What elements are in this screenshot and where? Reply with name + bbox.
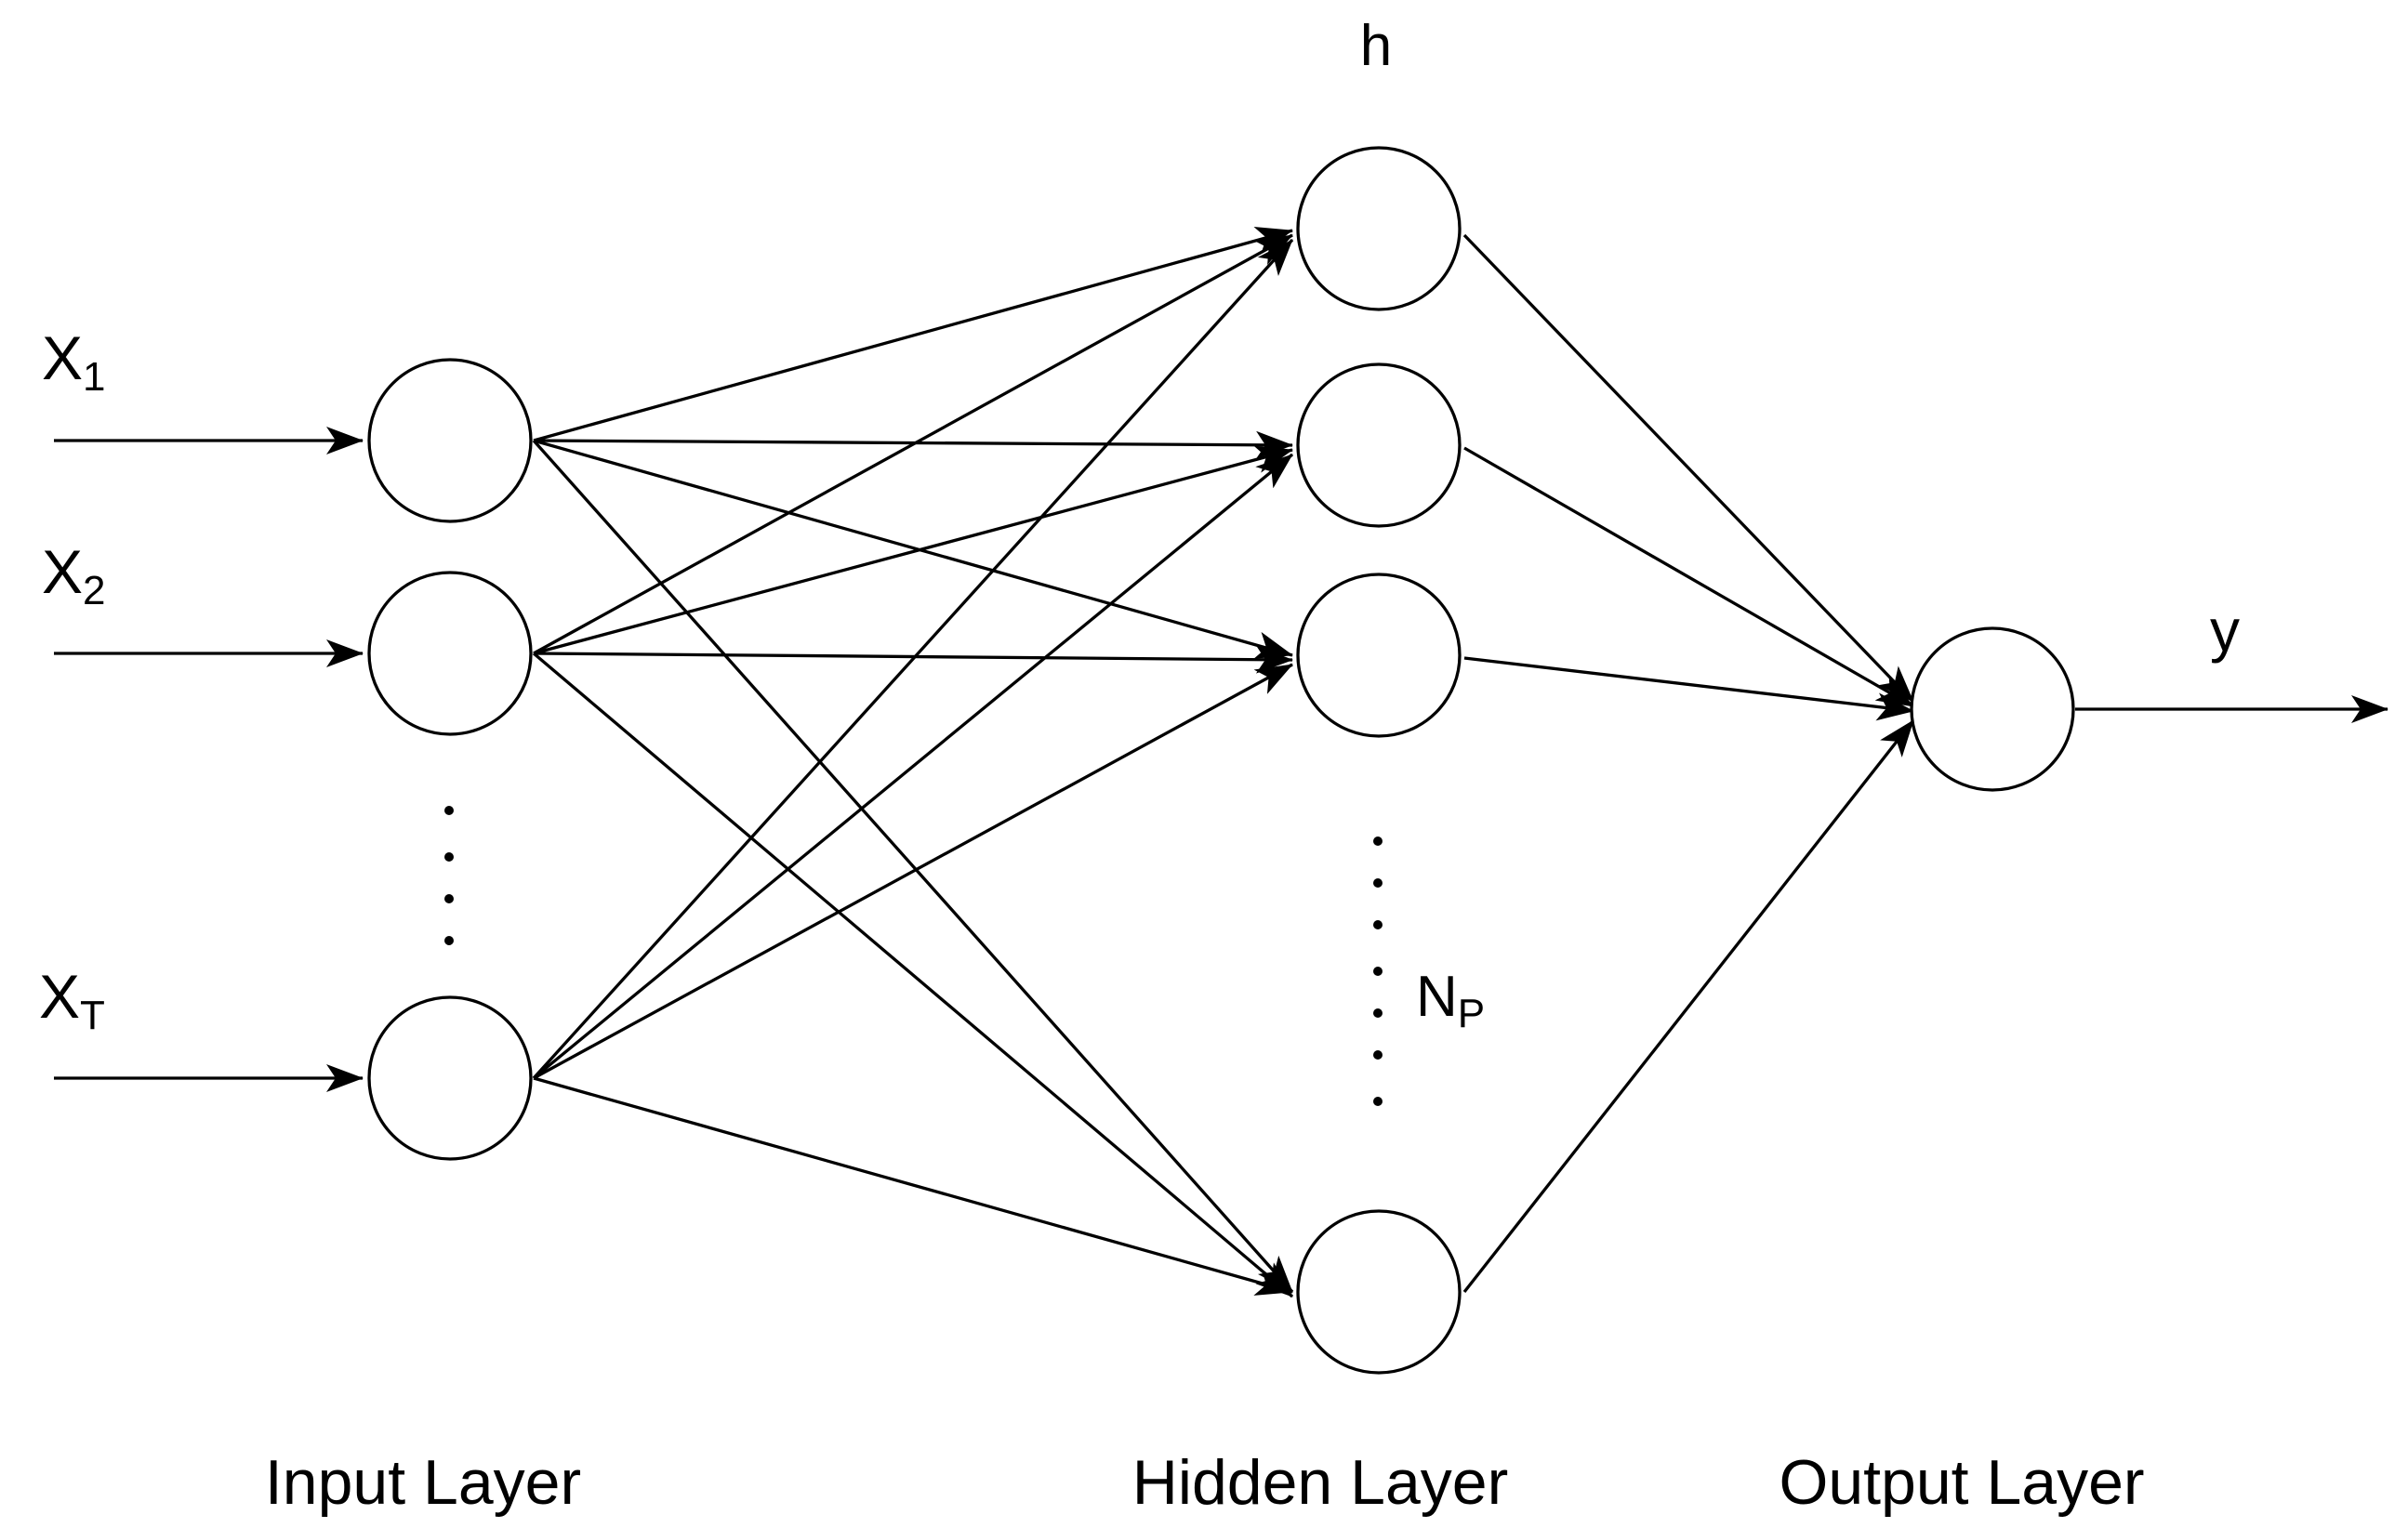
hidden-layer-nodes bbox=[1296, 146, 1462, 1375]
hidden-to-output-edges bbox=[1462, 233, 2388, 1294]
edge-h2-o bbox=[1463, 446, 1914, 708]
edge-i2-h1 bbox=[533, 233, 1293, 655]
edge-i2-h2 bbox=[533, 445, 1293, 655]
hidden-node-2 bbox=[1296, 362, 1462, 528]
edge-i1-h3 bbox=[533, 439, 1293, 659]
hidden-layer-label: Hidden Layer bbox=[1132, 1447, 1508, 1518]
output-layer-label: Output Layer bbox=[1779, 1447, 2144, 1518]
edge-it-h4 bbox=[533, 1076, 1293, 1296]
hidden-node-3 bbox=[1296, 573, 1462, 738]
hidden-node-4 bbox=[1296, 1209, 1462, 1375]
edge-i2-h4 bbox=[532, 652, 1294, 1298]
input-label-2: X2 bbox=[42, 537, 106, 613]
input-node-2 bbox=[367, 571, 533, 736]
edge-h4-o bbox=[1462, 718, 1915, 1294]
hidden-top-label: h bbox=[1360, 14, 1392, 78]
edge-i2-h3 bbox=[533, 645, 1293, 674]
edge-i1-h4 bbox=[532, 439, 1294, 1294]
edge-i1-h1 bbox=[533, 226, 1293, 442]
hidden-ellipsis bbox=[1373, 836, 1383, 1106]
input-label-1: X1 bbox=[42, 323, 106, 400]
input-layer-label: Input Layer bbox=[265, 1447, 581, 1518]
output-layer-nodes bbox=[1910, 626, 2075, 792]
edge-h1-o bbox=[1462, 233, 1915, 704]
output-node bbox=[1910, 626, 2075, 792]
edge-h3-o bbox=[1463, 656, 1914, 721]
input-node-t bbox=[367, 995, 533, 1161]
hidden-node-1 bbox=[1296, 146, 1462, 311]
output-label: y bbox=[2210, 597, 2240, 664]
edge-it-h1 bbox=[532, 238, 1294, 1080]
input-node-1 bbox=[367, 358, 533, 523]
input-layer-nodes bbox=[367, 358, 533, 1161]
input-to-hidden-edges bbox=[532, 226, 1294, 1298]
hidden-count-label: NP bbox=[1416, 965, 1485, 1036]
edge-it-h3 bbox=[533, 663, 1293, 1080]
input-label-t: XT bbox=[39, 962, 105, 1038]
input-arrows bbox=[54, 427, 364, 1092]
edge-it-h2 bbox=[532, 453, 1294, 1080]
input-ellipsis bbox=[444, 806, 454, 945]
